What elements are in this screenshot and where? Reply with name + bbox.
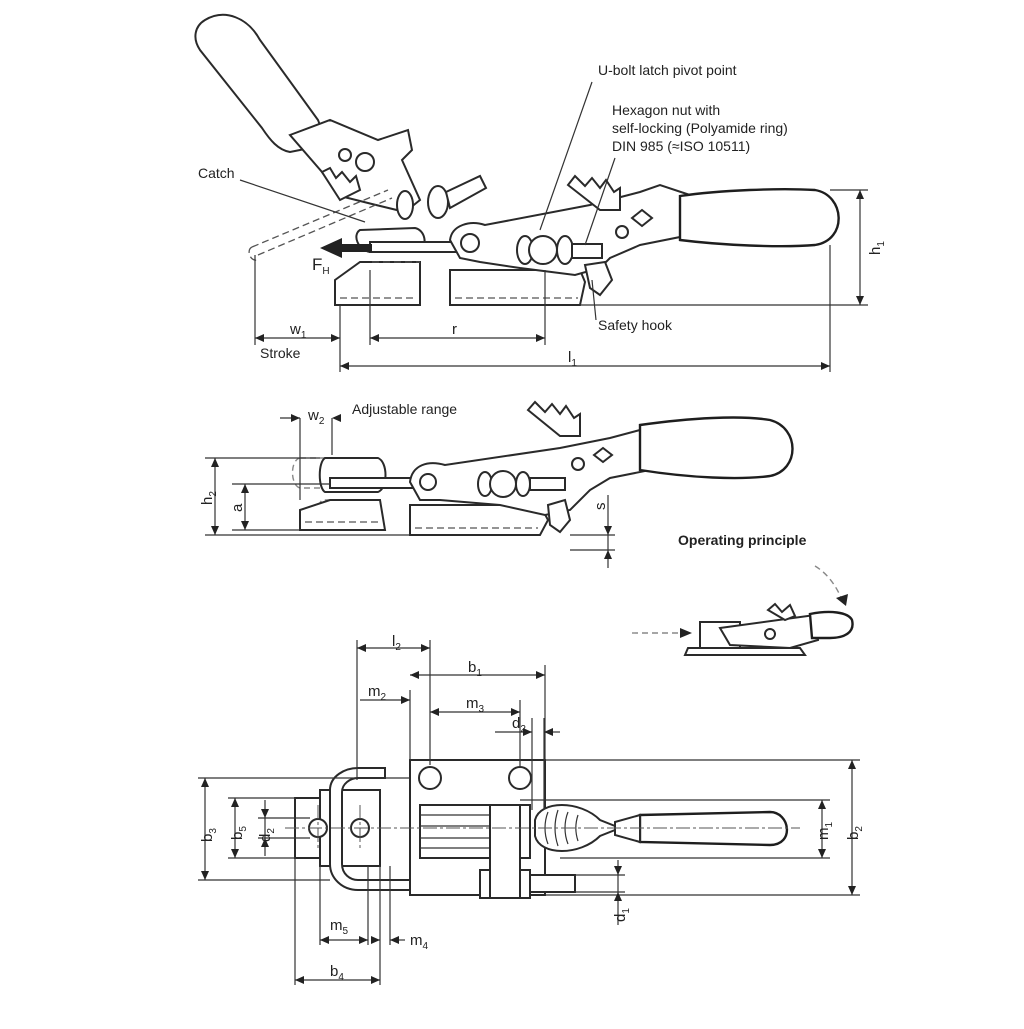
dim-a: a <box>229 503 246 512</box>
handle <box>678 188 840 248</box>
clamp-base <box>449 269 587 306</box>
label-nut-3: DIN 985 (≈ISO 10511) <box>612 138 750 154</box>
label-operating-principle: Operating principle <box>678 532 807 548</box>
dim-fh: FH <box>312 255 330 277</box>
dim-b5: b5 <box>229 826 249 840</box>
dim-m2: m2 <box>368 683 387 703</box>
dim-l1: l1 <box>568 349 577 369</box>
side-view-adjustable: Adjustable range w2 h2 a s <box>199 400 794 568</box>
open-handle-ghost <box>194 13 488 261</box>
dim-w1: w1 <box>289 321 307 341</box>
dim-b4: b4 <box>330 963 344 983</box>
dim-s: s <box>592 503 609 511</box>
safety-hook <box>583 260 614 297</box>
dim-l2: l2 <box>392 633 401 653</box>
dim-b1: b1 <box>468 659 482 679</box>
label-nut-1: Hexagon nut with <box>612 102 720 118</box>
safety-hook-top <box>566 174 621 211</box>
lever-body-2 <box>408 428 652 517</box>
dim-d2-top: d2 <box>512 715 526 735</box>
dim-h2: h2 <box>199 491 219 505</box>
handle-top <box>638 810 789 847</box>
dim-m5: m5 <box>330 917 349 937</box>
label-pivot: U-bolt latch pivot point <box>598 62 737 78</box>
catch-base <box>334 261 421 306</box>
label-catch: Catch <box>198 165 235 181</box>
dim-d2-left: d2 <box>257 828 277 842</box>
side-view-closed-and-open: Catch U-bolt latch pivot point Hexagon n… <box>194 13 887 372</box>
dim-h1: h1 <box>867 241 887 255</box>
dim-w2: w2 <box>307 407 325 427</box>
pivot-pin <box>460 233 480 253</box>
dim-d1: d1 <box>612 908 632 922</box>
u-bolt-top <box>329 767 471 891</box>
dim-b3: b3 <box>199 828 219 842</box>
label-stroke: Stroke <box>260 345 301 361</box>
handle-2 <box>638 416 794 480</box>
dim-m4: m4 <box>410 932 429 952</box>
catch-base-2 <box>299 499 387 531</box>
dim-b2: b2 <box>845 826 865 840</box>
label-nut-2: self-locking (Polyamide ring) <box>612 120 788 136</box>
dim-m1: m1 <box>815 822 835 841</box>
dim-m3: m3 <box>466 695 485 715</box>
top-view: l2 b1 m2 m3 d2 b3 b5 d2 m1 b2 d1 m5 m4 b… <box>198 633 865 985</box>
operating-principle: Operating principle <box>632 532 854 656</box>
force-arrow-icon <box>320 238 372 258</box>
label-safety-hook: Safety hook <box>598 317 673 333</box>
label-adjustable-range: Adjustable range <box>352 401 457 417</box>
dim-r: r <box>452 321 457 338</box>
motion-arrow-icon <box>680 628 692 638</box>
